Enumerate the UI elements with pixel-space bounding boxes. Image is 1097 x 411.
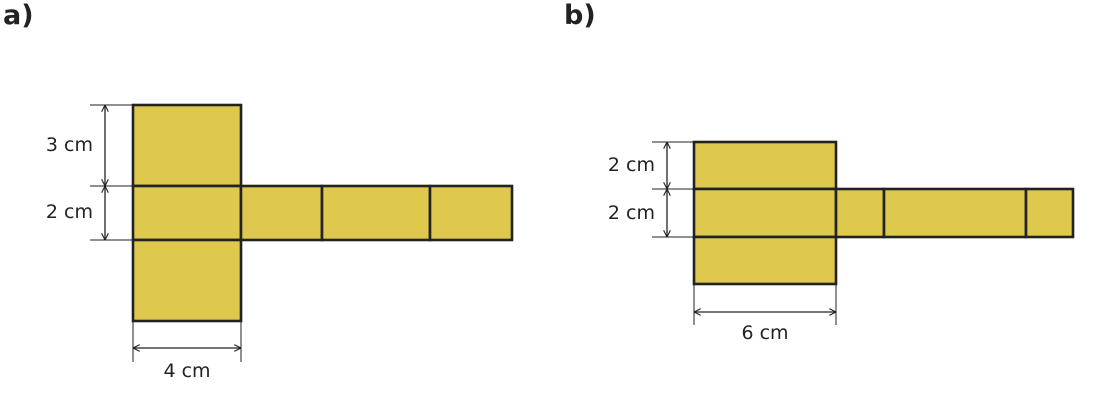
net-b-face-front [692, 187, 838, 239]
figure-a-label: a) [3, 0, 34, 31]
net-b [692, 140, 1075, 286]
net-a-face-side-1 [239, 184, 324, 242]
net-a-dim-width: 4 cm [163, 360, 210, 382]
net-a-dim-height-middle: 2 cm [46, 201, 93, 223]
net-a-face-bottom [131, 238, 243, 323]
net-a-face-front [131, 184, 243, 242]
net-a-face-top [131, 103, 243, 188]
net-b-face-side-1 [834, 187, 886, 239]
net-b-face-bottom [692, 235, 838, 286]
net-b-dim-height-top: 2 cm [608, 154, 655, 176]
net-b-dimension-lines [652, 141, 837, 325]
net-a-dim-height-top: 3 cm [46, 134, 93, 156]
net-b-dim-height-middle: 2 cm [608, 202, 655, 224]
net-b-face-side-2 [1024, 187, 1075, 239]
figure-b: b) 2 cm 2 cm 6 cm [564, 0, 1075, 344]
net-b-dim-width: 6 cm [741, 322, 788, 344]
figure-a: a) 3 cm 2 cm 4 cm [3, 0, 514, 382]
net-b-face-top [692, 140, 838, 191]
figure-b-label: b) [564, 0, 596, 31]
net-b-face-back [882, 187, 1028, 239]
net-a [131, 103, 514, 323]
net-a-face-side-2 [428, 184, 514, 242]
net-a-dimension-lines [90, 104, 242, 362]
net-a-face-back [320, 184, 432, 242]
